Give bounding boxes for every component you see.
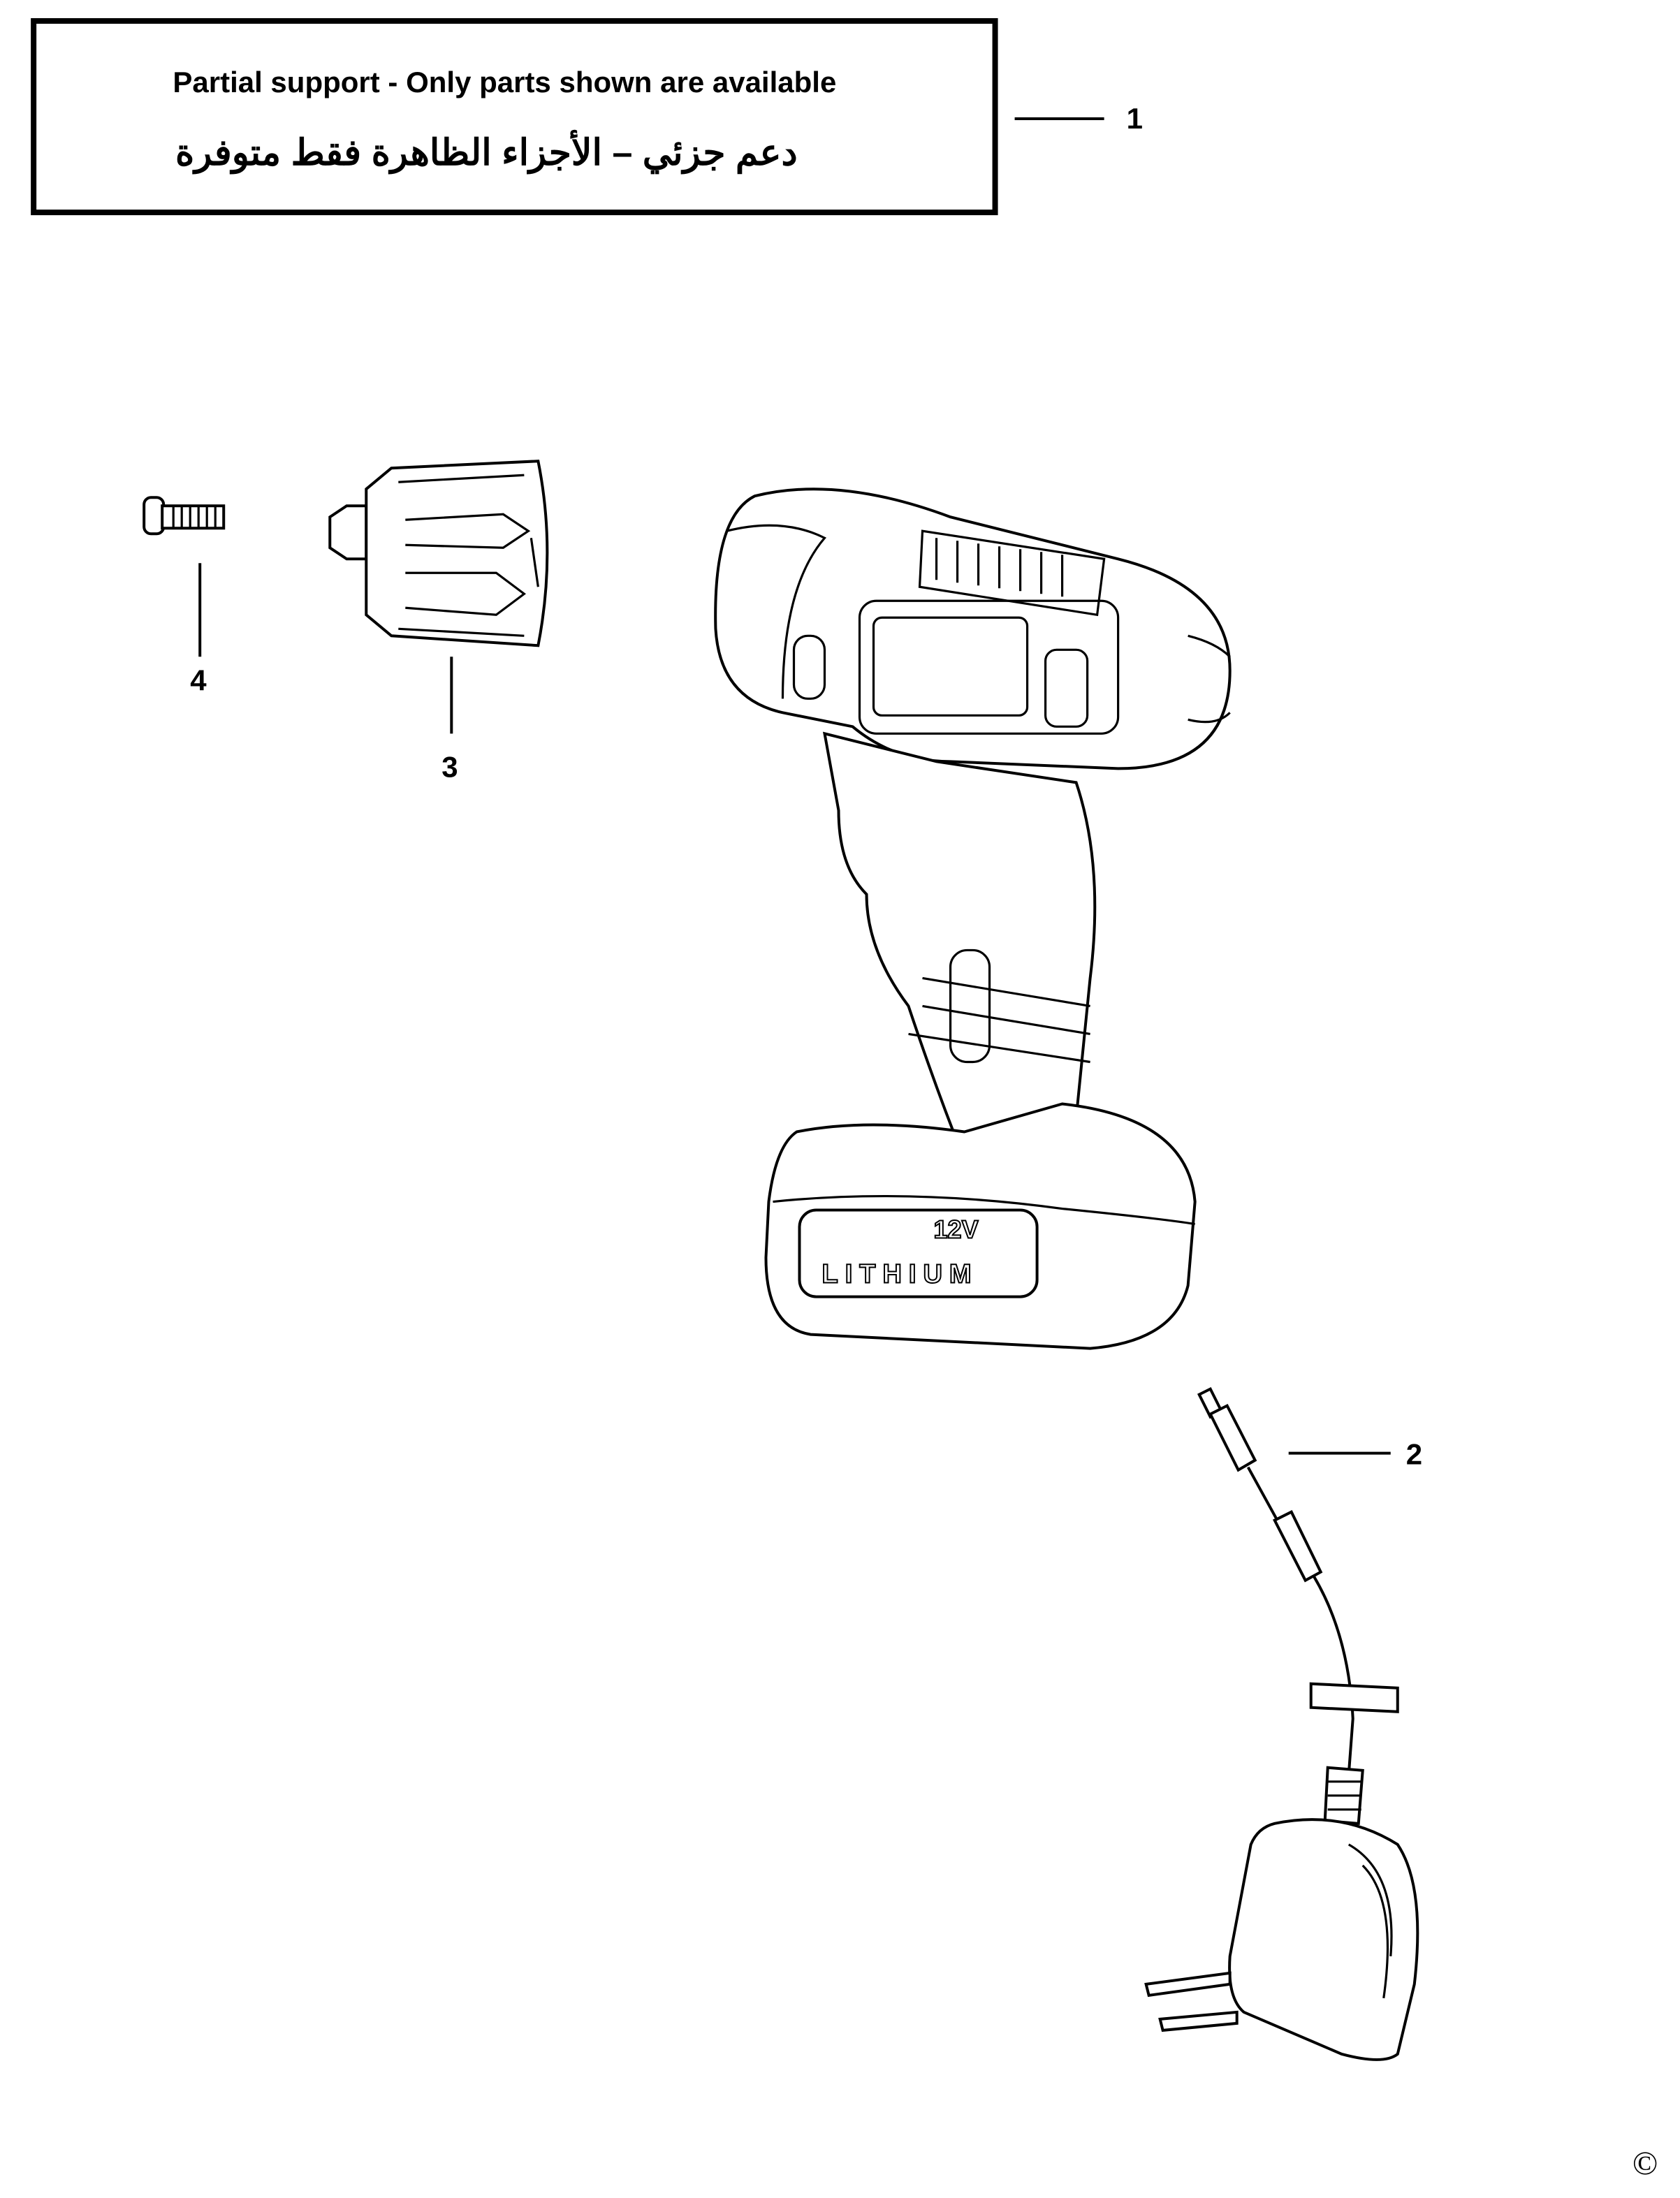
callout-1: 1 [1127, 102, 1143, 135]
callout-2: 2 [1406, 1438, 1422, 1471]
battery-voltage: 12V [934, 1215, 979, 1244]
callout-4: 4 [190, 664, 207, 696]
callout-3: 3 [441, 750, 458, 783]
copyright-mark: © [1632, 2145, 1658, 2182]
battery-type: LITHIUM [821, 1260, 978, 1289]
notice-box: Partial support - Only parts shown are a… [31, 18, 998, 216]
drill-body: 12V LITHIUM [714, 488, 1232, 1350]
chuck-part [328, 460, 549, 647]
notice-english: Partial support - Only parts shown are a… [173, 66, 836, 98]
notice-arabic: دعم جزئي – الأجزاء الظاهرة فقط متوفرة [175, 129, 798, 175]
charger-part [1144, 1386, 1419, 2061]
screw-part [143, 496, 226, 536]
